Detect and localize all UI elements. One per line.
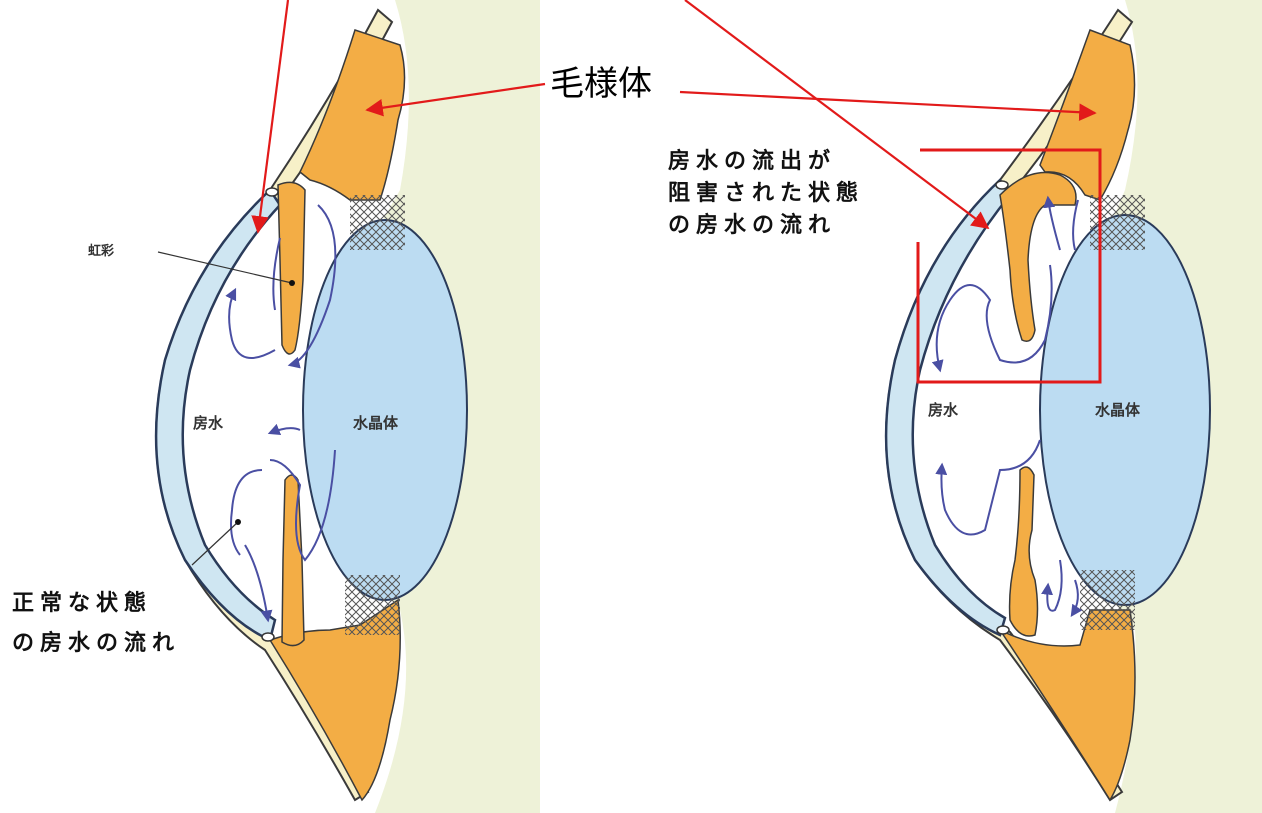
right-ciliary-bottom	[1000, 610, 1135, 800]
left-ciliary-top	[300, 30, 405, 200]
iris-dot	[289, 280, 295, 286]
normal-label-line1: 正常な状態	[12, 590, 152, 616]
aqueous-label-right: 房水	[928, 401, 959, 419]
right-canal-top	[996, 181, 1008, 189]
left-canal-bottom	[262, 633, 274, 641]
iris-label: 虹彩	[88, 243, 114, 259]
left-eye: 虹彩 房水 水晶体 正常な状態 の房水の流れ	[12, 0, 540, 813]
blocked-label-line3: の房水の流れ	[668, 212, 836, 238]
left-iris-upper	[278, 182, 305, 354]
right-eye: 房水 水晶体 房水の流出が 阻害された状態 の房水の流れ	[668, 0, 1262, 813]
lens-label-right: 水晶体	[1095, 401, 1141, 419]
right-canal-bottom	[997, 626, 1009, 634]
blocked-label-line1: 房水の流出が	[668, 148, 836, 174]
left-zonule-bottom	[345, 575, 400, 635]
left-lens	[303, 220, 467, 600]
right-zonule-top	[1090, 195, 1145, 250]
normal-label-line2: の房水の流れ	[12, 630, 180, 656]
left-iris-lower	[282, 475, 304, 646]
aqueous-label-left: 房水	[193, 414, 224, 432]
normal-dot	[235, 519, 241, 525]
pointer-ciliary-right	[680, 92, 1095, 113]
right-zonule-bottom	[1080, 570, 1135, 630]
lens-label-left: 水晶体	[353, 414, 399, 432]
ciliary-body-label: 毛様体	[550, 64, 652, 104]
right-iris-lower	[1010, 467, 1038, 636]
left-zonule-top	[350, 195, 405, 250]
left-canal-top	[266, 188, 278, 196]
blocked-label-line2: 阻害された状態	[668, 180, 864, 206]
